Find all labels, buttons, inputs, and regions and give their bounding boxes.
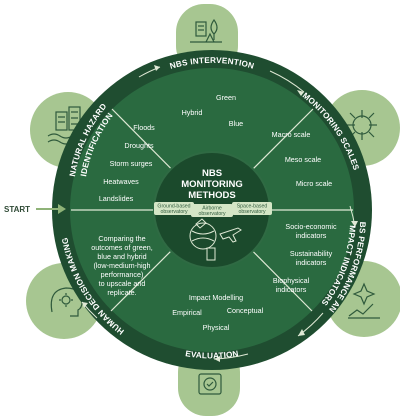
intervention-icon [190, 18, 222, 43]
indicator-line: indicators [296, 258, 327, 267]
ground-label-2: observatory [160, 209, 188, 215]
svg-text:EVALUATION: EVALUATION [185, 349, 240, 360]
globe-icon [189, 222, 217, 250]
decision-line: replicate. [107, 288, 136, 297]
decision-line: Comparing the [98, 234, 145, 243]
start-arrow [36, 204, 66, 214]
indicator-line: Biophysical [273, 276, 310, 285]
center-icons [189, 218, 242, 261]
indicator-line: indicators [276, 285, 307, 294]
intervention-item: Hybrid [182, 108, 203, 117]
center-title-1: NBS [202, 168, 222, 179]
ground-label-1: Ground-based [157, 204, 190, 210]
indicator-line: Sustainability [290, 249, 333, 258]
ring-arrows [81, 65, 358, 362]
intervention-segment: Green Hybrid Blue [182, 93, 244, 128]
hazard-item: Floods [133, 123, 155, 132]
evaluation-item: Physical [203, 323, 230, 332]
space-box: Space-based observatory [232, 202, 272, 215]
space-label-2: observatory [238, 209, 266, 215]
decision-line: blue and hybrid [97, 252, 146, 261]
hazard-item: Landslides [99, 194, 134, 203]
decision-line: outcomes of green, [91, 243, 153, 252]
scale-item: Micro scale [296, 179, 332, 188]
airborne-label-2: observatory [198, 211, 226, 217]
satellite-icon [195, 218, 207, 229]
decision-line: performance) [101, 270, 144, 279]
evaluation-segment: Impact Modelling Empirical Conceptual Ph… [172, 293, 263, 332]
indicators-segment: Socio-economic indicators Sustainability… [273, 222, 337, 294]
evaluation-item: Impact Modelling [189, 293, 243, 302]
scales-segment: Macro scale Meso scale Micro scale [272, 130, 333, 188]
scale-item: Meso scale [285, 155, 321, 164]
center-title-2: MONITORING [181, 179, 243, 190]
monitoring-icon [347, 110, 377, 140]
decision-line: to upscale and [99, 279, 146, 288]
hazard-item: Heatwaves [103, 177, 139, 186]
decision-line: (low-medium-high [93, 261, 150, 270]
indicator-line: Socio-economic [285, 222, 337, 231]
airborne-label-1: Airborne [202, 206, 222, 212]
evaluation-item: Empirical [172, 308, 202, 317]
indicators-icon [348, 282, 380, 319]
ground-box: Ground-based observatory [154, 202, 194, 215]
hazards-segment: Floods Droughts Storm surges Heatwaves L… [99, 123, 155, 203]
hazard-item: Droughts [124, 141, 154, 150]
scale-item: Macro scale [272, 130, 311, 139]
start-label: START [4, 205, 30, 214]
hazard-item: Storm surges [110, 159, 153, 168]
indicator-line: indicators [296, 231, 327, 240]
evaluation-icon [198, 373, 222, 395]
intervention-item: Blue [229, 119, 243, 128]
airborne-box: Airborne observatory [191, 204, 233, 217]
title-evaluation: EVALUATION [185, 349, 239, 360]
airplane-icon [219, 227, 242, 243]
intervention-item: Green [216, 93, 236, 102]
center-title-3: METHODS [188, 190, 236, 201]
evaluation-item: Conceptual [227, 306, 264, 315]
space-label-1: Space-based [237, 204, 268, 210]
decision-segment: Comparing the outcomes of green, blue an… [91, 234, 153, 297]
sensor-icon [206, 247, 216, 261]
